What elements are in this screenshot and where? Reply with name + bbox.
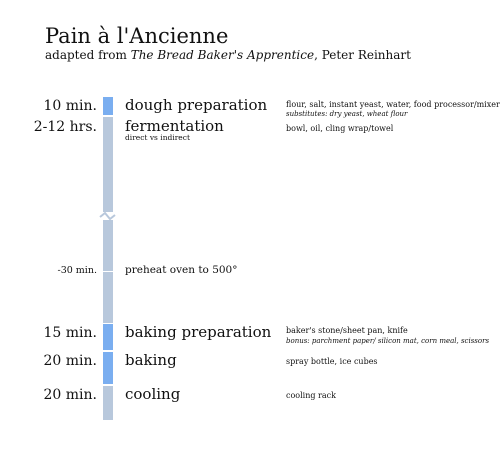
duration-fermentation: 2-12 hrs. — [33, 119, 97, 135]
tools-baking-preparation: baker's stone/sheet pan, knife — [286, 326, 408, 335]
step-fermentation: fermentation — [125, 117, 224, 135]
recipe-title: Pain à l'Ancienne — [45, 24, 229, 48]
bonus-baking-preparation: bonus: parchment paper/ silicon mat, cor… — [286, 337, 490, 345]
substitutes-dough-preparation: substitutes: dry yeast, wheat flour — [286, 110, 408, 118]
recipe-source: adapted from The Bread Baker's Apprentic… — [45, 48, 411, 62]
bar-segment-fermentation — [103, 117, 113, 271]
tools-fermentation: bowl, oil, cling wrap/towel — [286, 124, 394, 133]
step-dough-preparation: dough preparation — [125, 96, 268, 114]
bar-segment-preheat — [103, 272, 113, 323]
source-prefix: adapted from — [45, 48, 127, 62]
step-baking-preparation: baking preparation — [125, 323, 272, 341]
duration-dough-preparation: 10 min. — [43, 98, 97, 114]
step-baking: baking — [125, 351, 177, 369]
note-fermentation: direct vs indirect — [125, 133, 190, 142]
source-author: , Peter Reinhart — [314, 48, 411, 62]
source-book: The Bread Baker's Apprentice — [130, 48, 315, 62]
bar-segment-baking — [103, 352, 113, 384]
step-cooling: cooling — [125, 385, 181, 403]
duration-preheat: -30 min. — [57, 265, 97, 276]
duration-baking-preparation: 15 min. — [43, 325, 97, 341]
duration-cooling: 20 min. — [43, 387, 97, 403]
tools-dough-preparation: flour, salt, instant yeast, water, food … — [286, 100, 500, 109]
step-preheat: preheat oven to 500° — [125, 264, 238, 276]
bar-segment-dough-preparation — [103, 97, 113, 115]
time-break-icon — [98, 211, 118, 221]
bar-segment-baking-preparation — [103, 324, 113, 350]
tools-baking: spray bottle, ice cubes — [286, 357, 378, 366]
bar-segment-cooling — [103, 386, 113, 420]
tools-cooling: cooling rack — [286, 391, 336, 400]
duration-baking: 20 min. — [43, 353, 97, 369]
